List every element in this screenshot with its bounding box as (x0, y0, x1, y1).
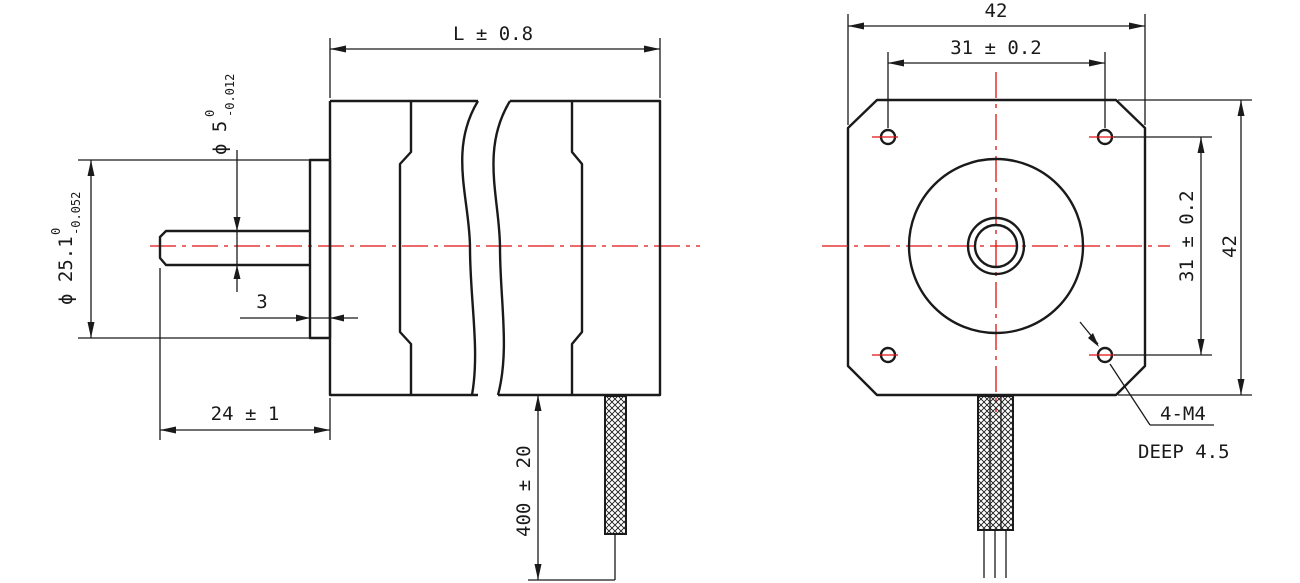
hole-depth-label: DEEP 4.5 (1138, 441, 1230, 463)
mounting-hole-br (1089, 346, 1121, 364)
side-view: L ± 0.8 ϕ 5 0 -0.012 ϕ 25.1 0 -0.052 (49, 23, 700, 581)
front-cap-contour (398, 101, 413, 395)
dim-front-height: 42 (1118, 99, 1252, 396)
front-lead-wires (983, 530, 1007, 578)
dim-front-width: 42 (847, 0, 1146, 125)
shaft-inner-circle (973, 223, 1019, 269)
break-line-left (461, 100, 480, 396)
dim-shaft-length: 24 ± 1 (159, 268, 331, 440)
lead-length-label: 400 ± 20 (513, 445, 535, 537)
boss-tol-upper: 0 (49, 228, 63, 235)
shaft-length-label: 24 ± 1 (211, 403, 280, 425)
dim-lead-length: 400 ± 20 (513, 395, 615, 581)
mounting-hole-bl (872, 346, 904, 364)
dim-hole-spacing-y: 31 ± 0.2 (1114, 136, 1212, 356)
flange-square (846, 98, 1147, 397)
hole-spacing-x-label: 31 ± 0.2 (950, 37, 1042, 59)
body-length-label: L ± 0.8 (453, 23, 533, 45)
dim-body-length: L ± 0.8 (329, 23, 661, 98)
boss-height-label: 3 (256, 291, 267, 313)
dim-hole-spacing-x: 31 ± 0.2 (887, 37, 1106, 128)
front-height-label: 42 (1219, 235, 1241, 258)
hole-spacing-y-label: 31 ± 0.2 (1176, 190, 1198, 282)
dim-shaft-diameter: ϕ 5 0 -0.012 (203, 74, 241, 292)
front-width-label: 42 (985, 0, 1008, 22)
front-lead-wire-sleeve (977, 395, 1014, 531)
dim-boss-height: 3 (240, 291, 358, 322)
shaft-tol-upper: 0 (203, 110, 217, 117)
break-line-right (492, 100, 512, 396)
front-view: 42 31 ± 0.2 31 ± 0.2 (822, 0, 1252, 578)
hole-spec-label: 4-M4 (1160, 403, 1206, 425)
boss-circle (907, 157, 1085, 335)
mounting-hole-tl (872, 128, 904, 146)
boss-diameter-label: ϕ 25.1 (55, 236, 77, 305)
boss (308, 158, 332, 340)
motor-body-right (498, 99, 662, 397)
shaft (158, 229, 310, 267)
motor-body-left (328, 99, 478, 397)
shaft-outer-circle (966, 216, 1026, 276)
hole-callout-leader: 4-M4 DEEP 4.5 (1079, 321, 1230, 463)
mounting-hole-tr (1089, 128, 1121, 146)
dim-boss-diameter: ϕ 25.1 0 -0.052 (49, 159, 310, 339)
shaft-tol-lower: -0.012 (223, 74, 237, 117)
lead-wire-sleeve (604, 395, 627, 535)
shaft-diameter-label: ϕ 5 (209, 121, 231, 155)
boss-tol-lower: -0.052 (69, 192, 83, 235)
rear-cap-contour (570, 101, 584, 395)
